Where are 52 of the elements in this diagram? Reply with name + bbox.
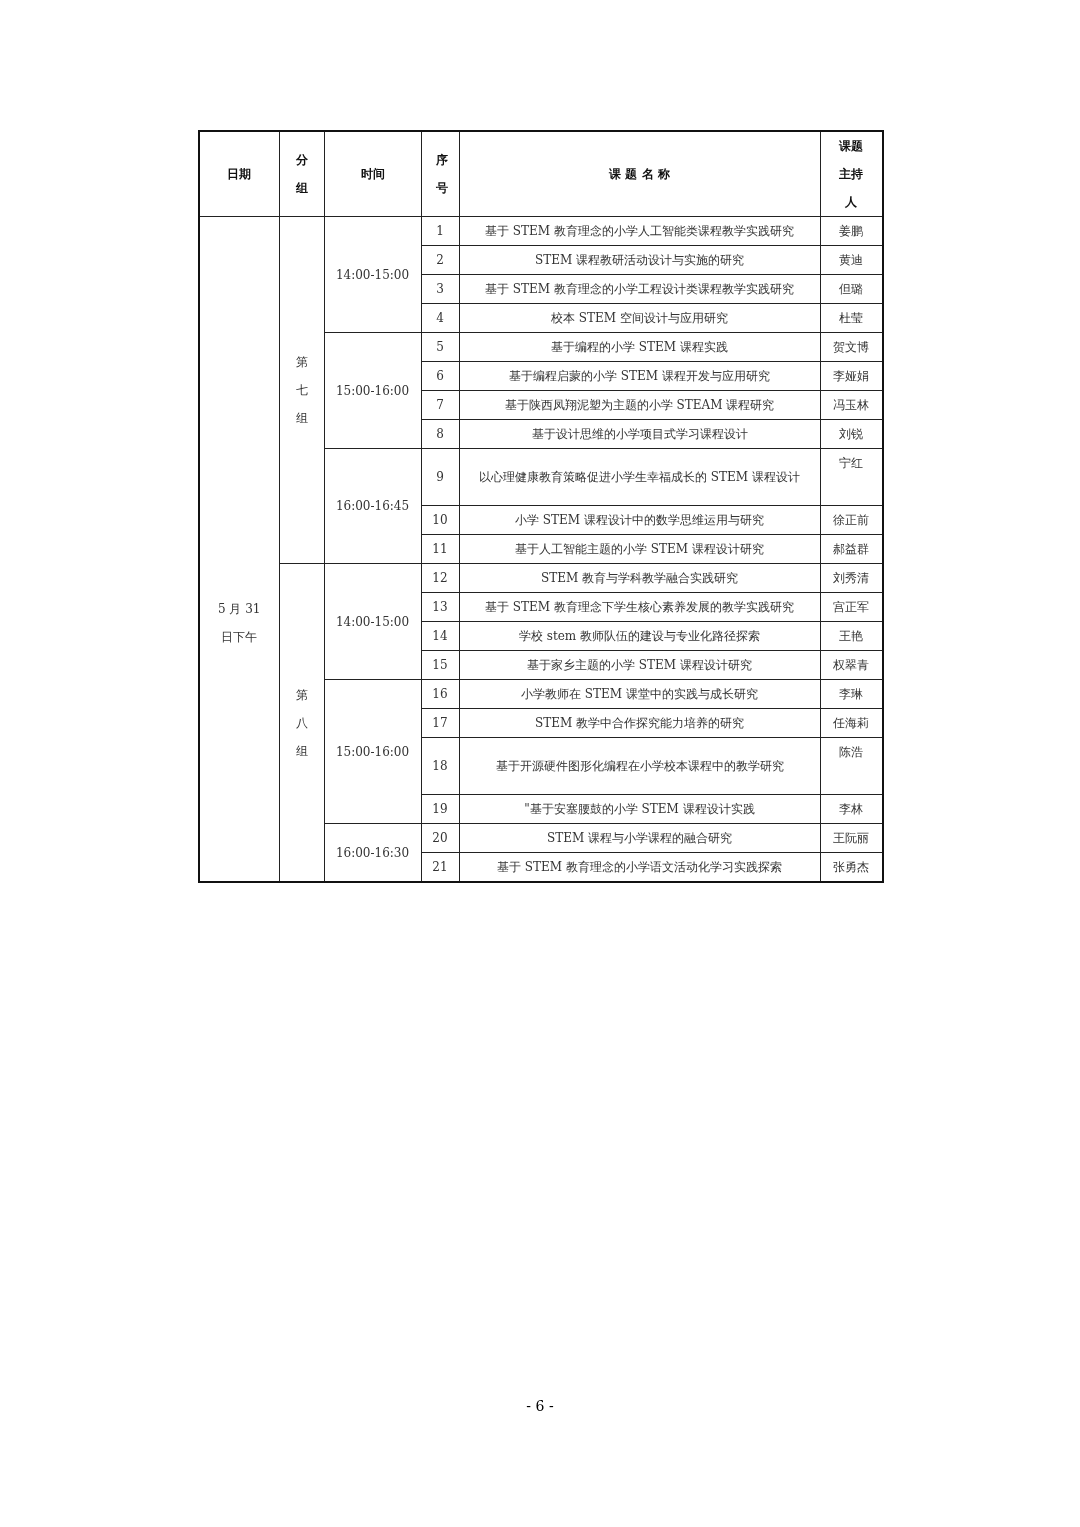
header-cell: 课 题 名 称 — [459, 131, 820, 217]
title-cell: STEM 教育与学科教学融合实践研究 — [459, 563, 820, 593]
title-cell: 基于 STEM 教育理念的小学工程设计类课程教学实践研究 — [459, 274, 820, 304]
title-cell: 基于设计思维的小学项目式学习课程设计 — [459, 419, 820, 449]
number-cell: 14 — [421, 621, 459, 651]
header-cell: 时间 — [324, 131, 421, 217]
header-cell: 分组 — [279, 131, 324, 217]
title-cell: 基于家乡主题的小学 STEM 课程设计研究 — [459, 650, 820, 680]
number-cell: 1 — [421, 216, 459, 246]
number-cell: 3 — [421, 274, 459, 304]
number-cell: 5 — [421, 332, 459, 362]
number-cell: 17 — [421, 708, 459, 738]
number-cell: 12 — [421, 563, 459, 593]
page-number: - 6 - — [525, 1398, 555, 1414]
number-cell: 9 — [421, 448, 459, 506]
number-cell: 4 — [421, 303, 459, 333]
header-cell: 日期 — [199, 131, 279, 217]
time-cell: 14:00-15:00 — [324, 563, 421, 680]
title-cell: 小学教师在 STEM 课堂中的实践与成长研究 — [459, 679, 820, 709]
group-cell: 第七组 — [279, 216, 324, 564]
title-cell: 学校 stem 教师队伍的建设与专业化路径探索 — [459, 621, 820, 651]
number-cell: 15 — [421, 650, 459, 680]
number-cell: 2 — [421, 245, 459, 275]
title-cell: "基于安塞腰鼓的小学 STEM 课程设计实践 — [459, 794, 820, 824]
title-cell: STEM 课程与小学课程的融合研究 — [459, 823, 820, 853]
title-cell: 基于开源硬件图形化编程在小学校本课程中的教学研究 — [459, 737, 820, 795]
title-cell: 基于 STEM 教育理念下学生核心素养发展的教学实践研究 — [459, 592, 820, 622]
title-cell: STEM 教学中合作探究能力培养的研究 — [459, 708, 820, 738]
time-cell: 15:00-16:00 — [324, 679, 421, 824]
title-cell: 基于编程启蒙的小学 STEM 课程开发与应用研究 — [459, 361, 820, 391]
title-cell: 基于人工智能主题的小学 STEM 课程设计研究 — [459, 534, 820, 564]
number-cell: 16 — [421, 679, 459, 709]
number-cell: 19 — [421, 794, 459, 824]
number-cell: 18 — [421, 737, 459, 795]
header-cell: 序号 — [421, 131, 459, 217]
number-cell: 13 — [421, 592, 459, 622]
title-cell: 基于 STEM 教育理念的小学人工智能类课程教学实践研究 — [459, 216, 820, 246]
number-cell: 10 — [421, 505, 459, 535]
time-cell: 14:00-15:00 — [324, 216, 421, 333]
time-cell: 16:00-16:45 — [324, 448, 421, 564]
number-cell: 7 — [421, 390, 459, 420]
time-cell: 15:00-16:00 — [324, 332, 421, 449]
number-cell: 11 — [421, 534, 459, 564]
title-cell: 校本 STEM 空间设计与应用研究 — [459, 303, 820, 333]
title-cell: 基于陕西凤翔泥塑为主题的小学 STEAM 课程研究 — [459, 390, 820, 420]
number-cell: 8 — [421, 419, 459, 449]
title-cell: 以心理健康教育策略促进小学生幸福成长的 STEM 课程设计 — [459, 448, 820, 506]
title-cell: 基于编程的小学 STEM 课程实践 — [459, 332, 820, 362]
title-cell: 小学 STEM 课程设计中的数学思维运用与研究 — [459, 505, 820, 535]
number-cell: 20 — [421, 823, 459, 853]
title-cell: STEM 课程教研活动设计与实施的研究 — [459, 245, 820, 275]
number-cell: 6 — [421, 361, 459, 391]
